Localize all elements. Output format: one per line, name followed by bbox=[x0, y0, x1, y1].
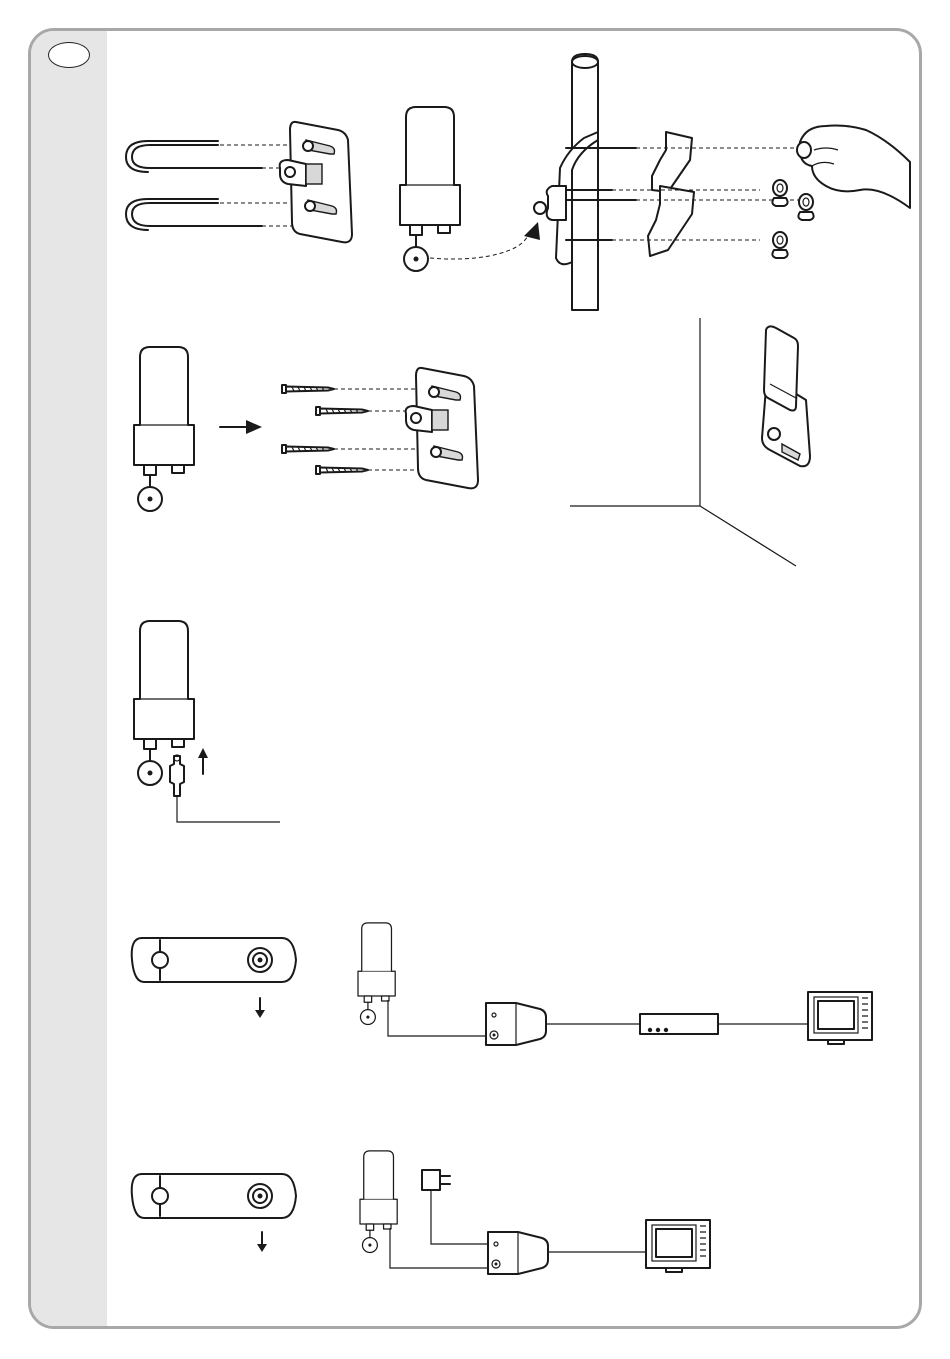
figure-antenna-adapter-tv-chain bbox=[360, 1151, 710, 1274]
figure-coax-connection bbox=[134, 621, 280, 822]
figure-switch-position-b bbox=[132, 1174, 296, 1252]
figure-antenna-receiver-tv-chain bbox=[358, 923, 872, 1045]
figure-u-bolt-bracket bbox=[126, 122, 352, 242]
figure-switch-position-a bbox=[132, 938, 296, 1018]
figure-pole-mount bbox=[400, 54, 910, 310]
figure-wall-corner-view bbox=[570, 318, 810, 566]
figure-wall-screw-mount bbox=[134, 347, 478, 511]
